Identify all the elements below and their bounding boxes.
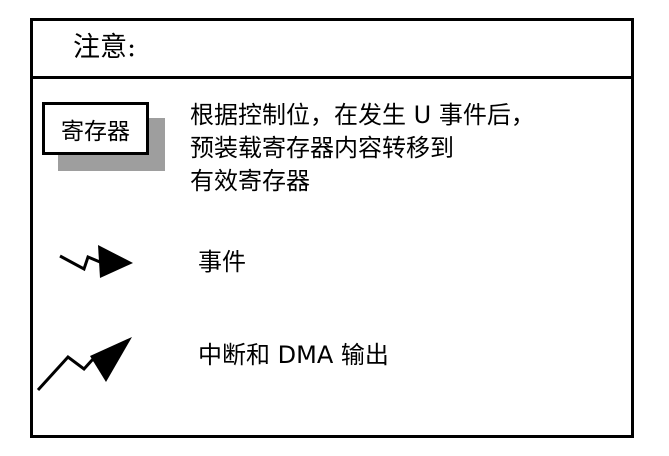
register-description-line-2: 预装载寄存器内容转移到	[190, 134, 454, 162]
register-description-line-1: 根据控制位，在发生 U 事件后，	[190, 101, 535, 129]
register-description-line-3: 有效寄存器	[190, 167, 310, 195]
register-label: 寄存器	[61, 118, 130, 145]
register-box: 寄存器	[42, 102, 149, 155]
notice-title: 注意:	[73, 32, 137, 63]
interrupt-dma-label: 中断和 DMA 输出	[198, 341, 389, 369]
event-label: 事件	[198, 248, 246, 276]
notice-header: 注意:	[33, 21, 631, 79]
notice-frame: 注意:	[30, 18, 634, 438]
